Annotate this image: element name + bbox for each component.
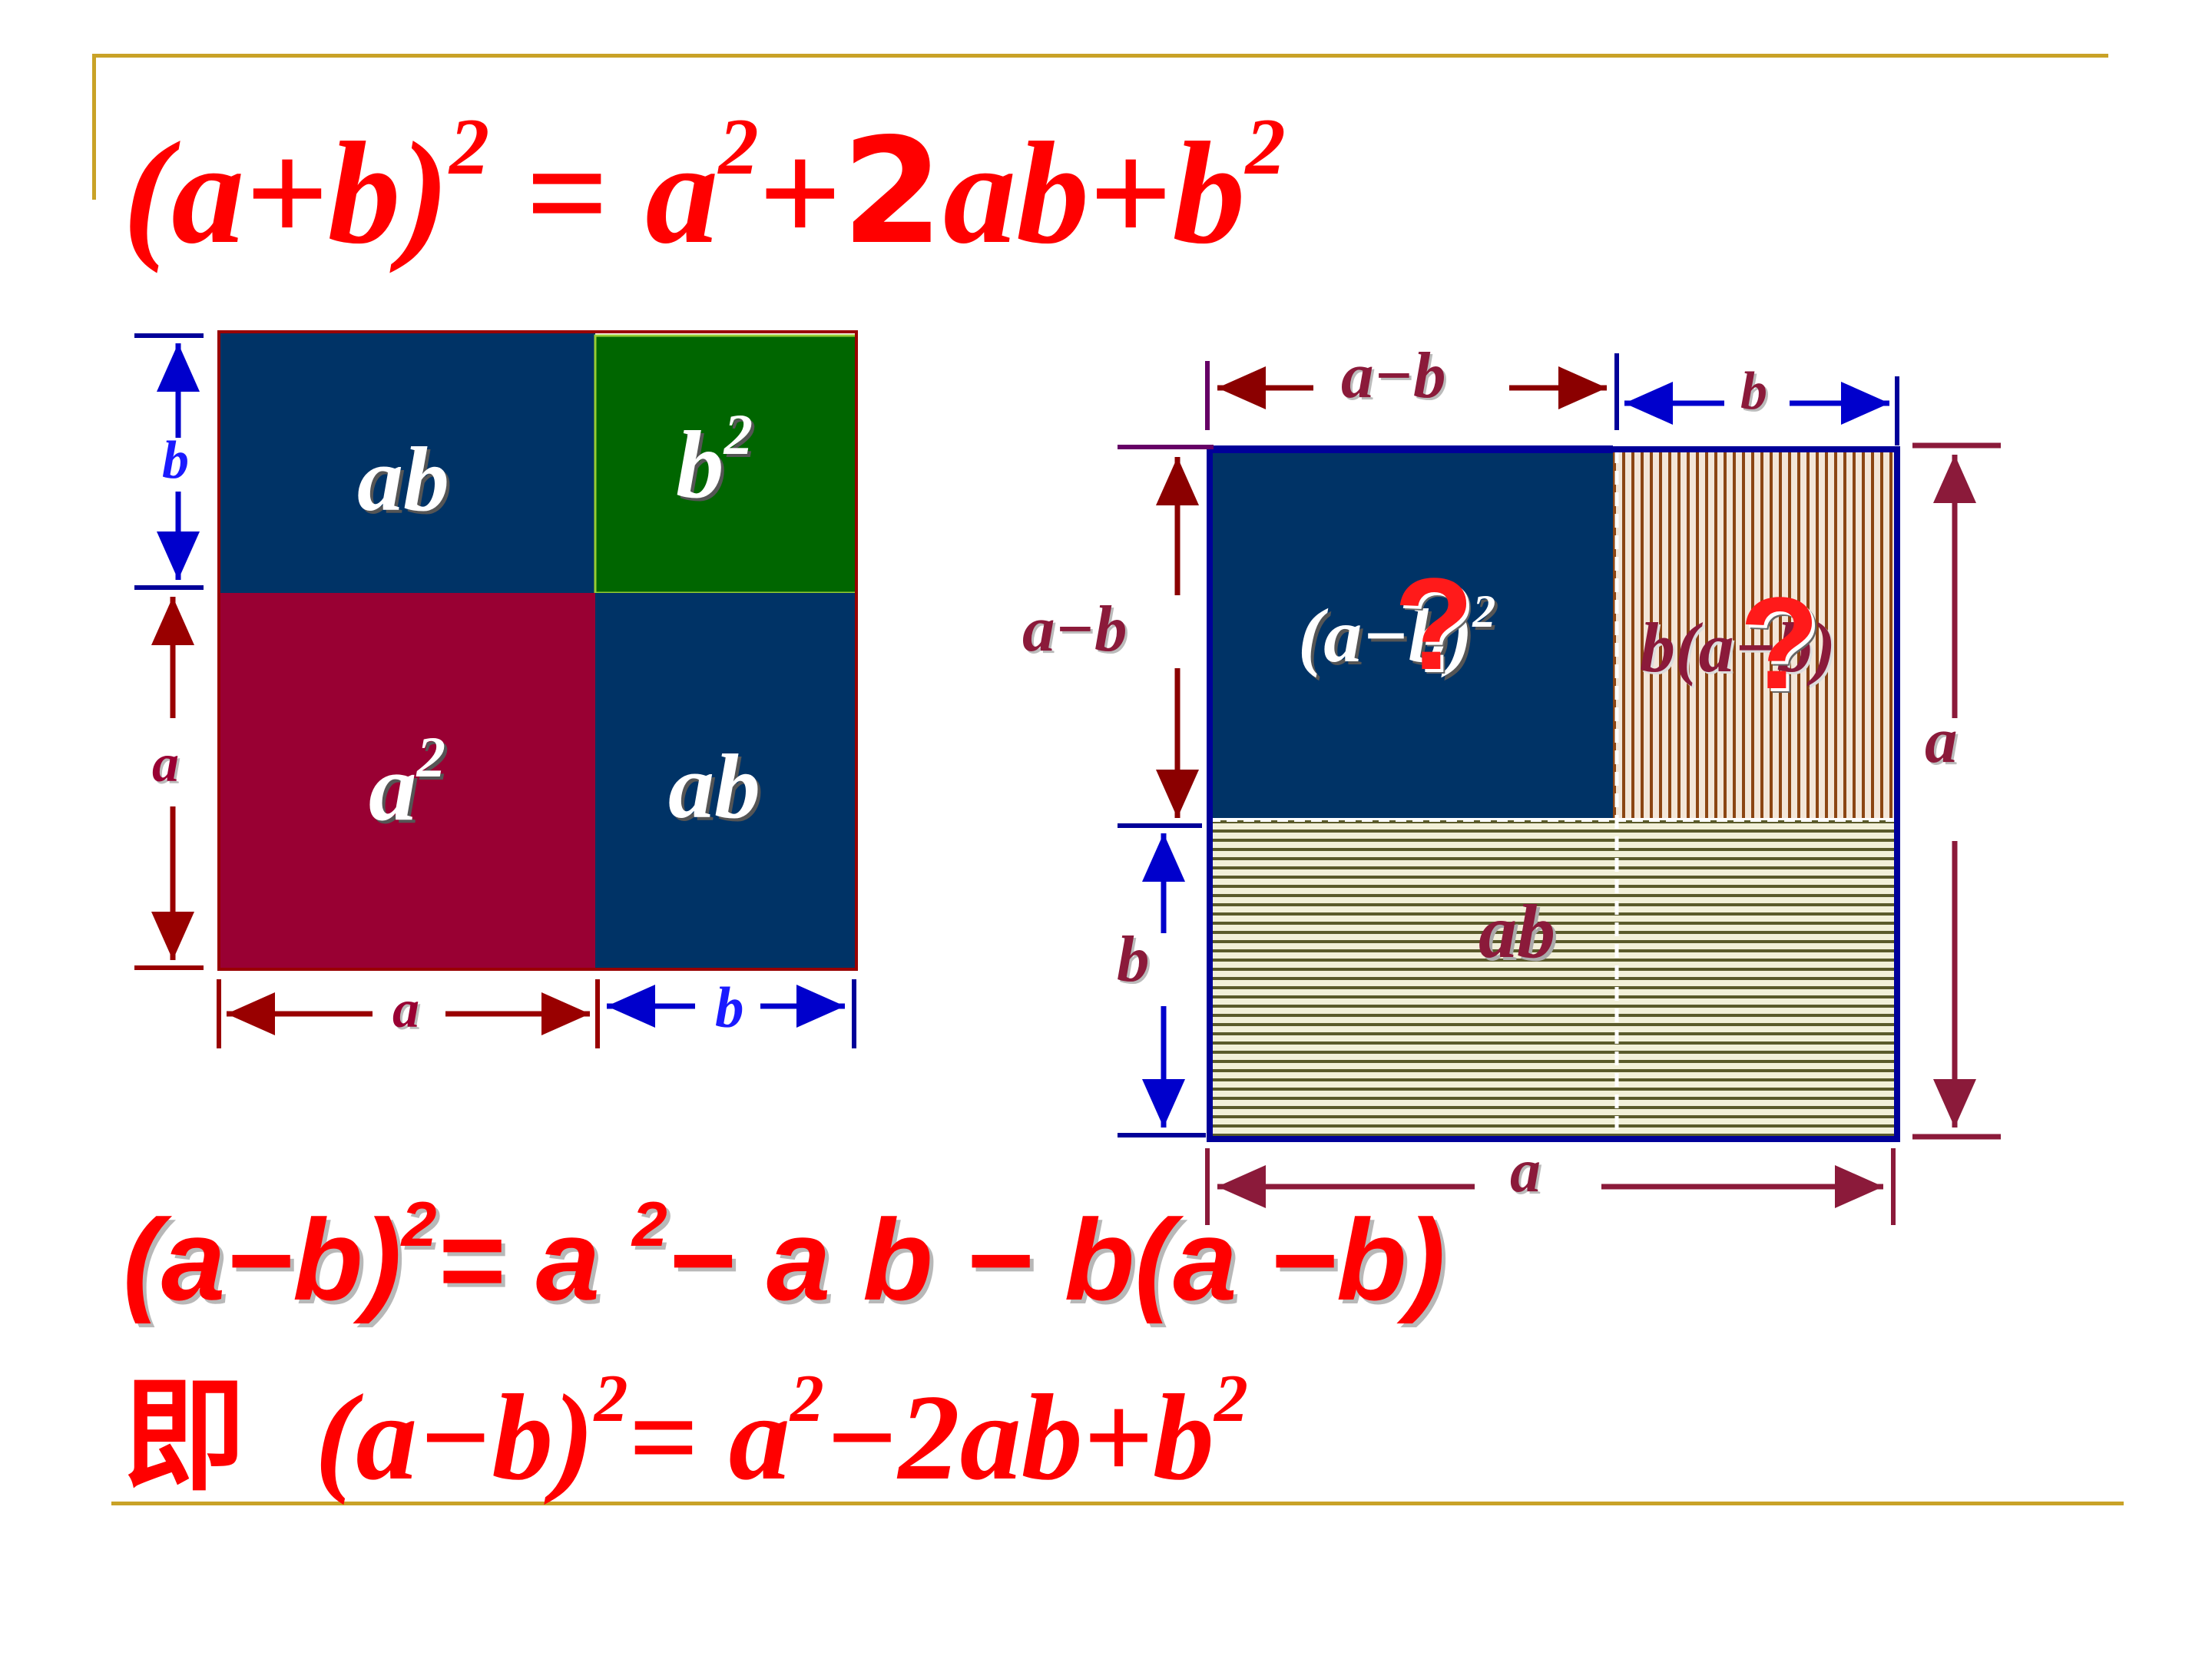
f1-rhs-post: − a b − b(a −b) xyxy=(667,1195,1445,1324)
formula-result: 即(a−b)2= a2−2ab+b2 xyxy=(123,1366,1248,1498)
left2-dim-amb: a−b xyxy=(1022,593,1128,665)
right-label-ab: ab xyxy=(1479,889,1555,974)
f2-prefix: 即 xyxy=(123,1364,247,1508)
left-cell-a-squared xyxy=(219,593,595,969)
f2-rhs-pre: = a xyxy=(628,1369,790,1505)
formula-expansion: (a−b)2= a 2− a b − b(a −b) xyxy=(123,1193,1445,1317)
question-mark-left: ? xyxy=(1394,551,1474,697)
left-cell-b-squared xyxy=(594,334,858,594)
left-cell-ab-top xyxy=(219,332,595,593)
header-b: b xyxy=(1172,113,1246,274)
left-label-a-squared: a2 xyxy=(369,729,445,843)
f2-lhs: (a−b) xyxy=(315,1369,594,1505)
left-label-ab-bottom: ab xyxy=(668,735,760,837)
question-mark-right: ? xyxy=(1740,571,1820,717)
right-dim-a: a xyxy=(1925,704,1958,777)
header-plus2: + xyxy=(1089,113,1173,274)
f1-lhs-exp: 2 xyxy=(401,1188,437,1260)
top-rule xyxy=(92,54,2108,58)
right-cell-ab xyxy=(1210,820,1897,1139)
left-label-b-exp: 2 xyxy=(724,402,753,467)
bottom-dim-b: b xyxy=(715,976,744,1040)
right-square-diagram xyxy=(1118,353,2001,1225)
left2-dim-b: b xyxy=(1117,923,1150,995)
f2-rhs-exp: 2 xyxy=(790,1362,824,1437)
right-cell-b-amb xyxy=(1613,449,1897,818)
header-lhs-exp: 2 xyxy=(449,102,490,192)
f2-rhs-exp2: 2 xyxy=(1214,1362,1248,1437)
top-dim-b: b xyxy=(1740,362,1767,421)
header-b-exp: 2 xyxy=(1245,102,1286,192)
right-label-amb-squared: (a−b)2 xyxy=(1298,588,1495,680)
header-formula: (a+b)2 = a2+2ab+b2 xyxy=(123,107,1286,267)
right-label-amb-base: (a−b) xyxy=(1298,593,1473,678)
left-square-outline xyxy=(217,330,858,971)
f2-lhs-exp: 2 xyxy=(594,1362,628,1437)
f2-rhs-mid: −2ab+b xyxy=(823,1369,1214,1505)
f1-rhs-exp: 2 xyxy=(631,1188,667,1260)
left-label-ab-top: ab xyxy=(357,428,449,530)
bottom-rule xyxy=(111,1502,2124,1505)
header-lhs: (a+b) xyxy=(123,113,449,274)
top-dim-amb: a−b xyxy=(1341,339,1446,412)
header-ab: ab xyxy=(943,113,1090,274)
left-cell-ab-bottom xyxy=(595,593,856,969)
left-square-diagram xyxy=(134,330,858,1048)
left-label-b-base: b xyxy=(676,412,724,518)
right-cell-amb-squared xyxy=(1210,449,1613,818)
right-label-amb-exp: 2 xyxy=(1472,586,1496,637)
bottom-dim-a: a xyxy=(392,980,419,1039)
left-label-a-base: a xyxy=(369,735,417,841)
left-label-b-squared: b2 xyxy=(676,406,753,521)
right-label-b-amb: b(a−b) xyxy=(1640,608,1836,687)
header-a: a xyxy=(645,113,719,274)
left-dim-b: b xyxy=(162,431,189,490)
left-dim-a: a xyxy=(152,734,179,793)
left-label-a-exp: 2 xyxy=(416,725,446,790)
bottom2-dim-a: a xyxy=(1510,1137,1541,1205)
header-eq: = xyxy=(525,113,609,274)
f1-lhs: (a−b) xyxy=(123,1195,402,1324)
left-rule xyxy=(92,54,96,200)
header-coef: 2 xyxy=(841,107,944,276)
header-a-exp: 2 xyxy=(718,102,759,192)
f1-rhs-pre: = a xyxy=(436,1195,632,1324)
header-plus1: + xyxy=(758,113,842,274)
